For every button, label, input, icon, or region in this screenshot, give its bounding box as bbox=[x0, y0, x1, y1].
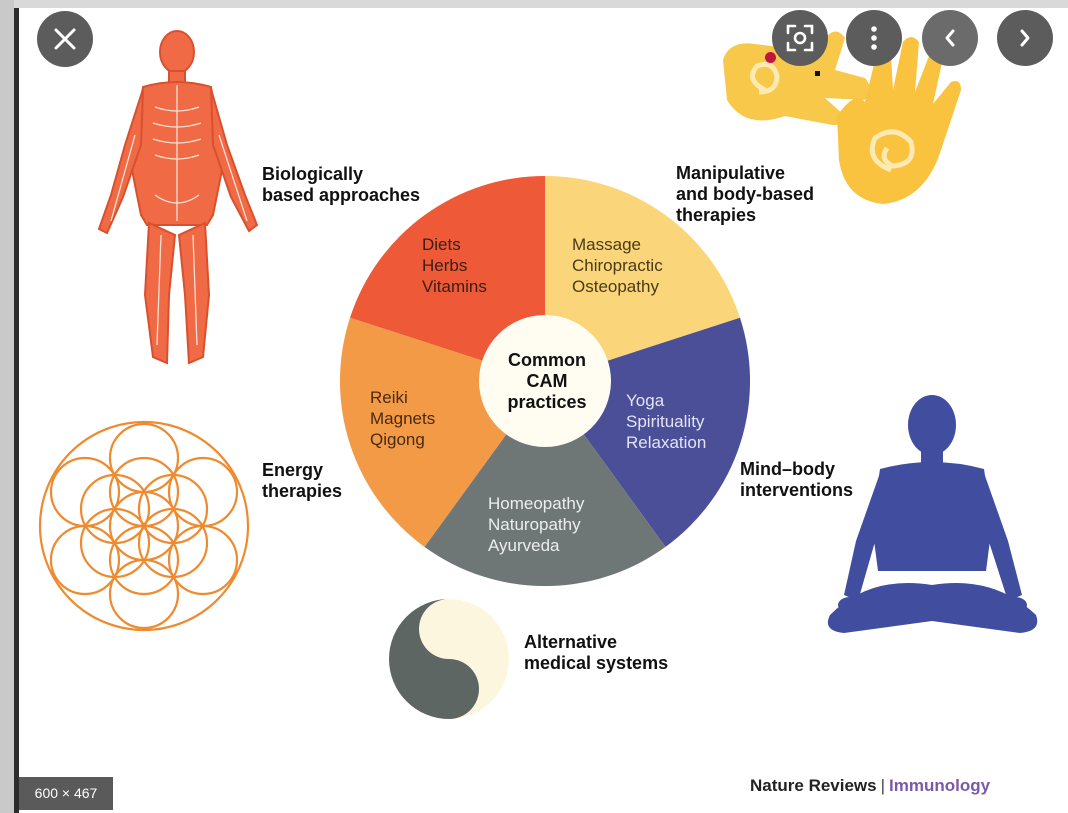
human-body-icon bbox=[97, 30, 259, 365]
wheel-segment-manipulative bbox=[545, 176, 740, 381]
flower-of-life-icon bbox=[38, 420, 250, 632]
visual-search-icon bbox=[786, 24, 814, 52]
source-credit: Nature Reviews|Immunology bbox=[750, 776, 990, 796]
yin-yang-icon bbox=[389, 599, 509, 719]
more-options-button[interactable] bbox=[846, 10, 902, 66]
hands-icon bbox=[723, 31, 961, 204]
more-options-icon bbox=[871, 26, 877, 50]
category-label-mind-body: Mind–body interventions bbox=[740, 459, 854, 500]
left-edge-bar bbox=[0, 0, 14, 813]
previous-button[interactable] bbox=[922, 10, 978, 66]
next-button[interactable] bbox=[997, 10, 1053, 66]
segment-items-manipulative: Massage Chiropractic Osteopathy bbox=[572, 235, 663, 296]
wheel-center bbox=[479, 315, 611, 447]
wheel-segment-alternative bbox=[424, 381, 666, 586]
image-size-badge: 600 × 467 bbox=[19, 777, 113, 810]
meditating-figure-icon bbox=[827, 395, 1038, 633]
cursor-marker bbox=[815, 71, 820, 76]
segment-items-alternative: Homeopathy Naturopathy Ayurveda bbox=[488, 494, 585, 555]
image-border bbox=[14, 8, 19, 813]
category-label-manipulative: Manipulative and body-based therapies bbox=[676, 163, 815, 225]
practices-wheel bbox=[340, 176, 750, 586]
segment-items-mind-body: Yoga Spirituality Relaxation bbox=[626, 391, 707, 452]
visual-search-button[interactable] bbox=[772, 10, 828, 66]
segment-items-biological: Diets Herbs Vitamins bbox=[422, 235, 487, 296]
close-button[interactable] bbox=[37, 11, 93, 67]
credit-publisher: Nature Reviews bbox=[750, 776, 877, 795]
next-icon bbox=[1020, 29, 1030, 47]
wheel-segment-biological bbox=[350, 176, 545, 381]
close-icon bbox=[54, 28, 76, 50]
notification-dot bbox=[765, 52, 776, 63]
credit-separator: | bbox=[880, 776, 886, 795]
category-label-energy: Energy therapies bbox=[262, 460, 343, 501]
credit-journal: Immunology bbox=[889, 776, 991, 795]
previous-icon bbox=[945, 29, 955, 47]
category-label-alternative: Alternative medical systems bbox=[524, 632, 669, 673]
category-label-biological: Biologically based approaches bbox=[262, 164, 421, 205]
segment-items-energy: Reiki Magnets Qigong bbox=[370, 388, 436, 449]
center-label: Common CAM practices bbox=[507, 350, 587, 412]
